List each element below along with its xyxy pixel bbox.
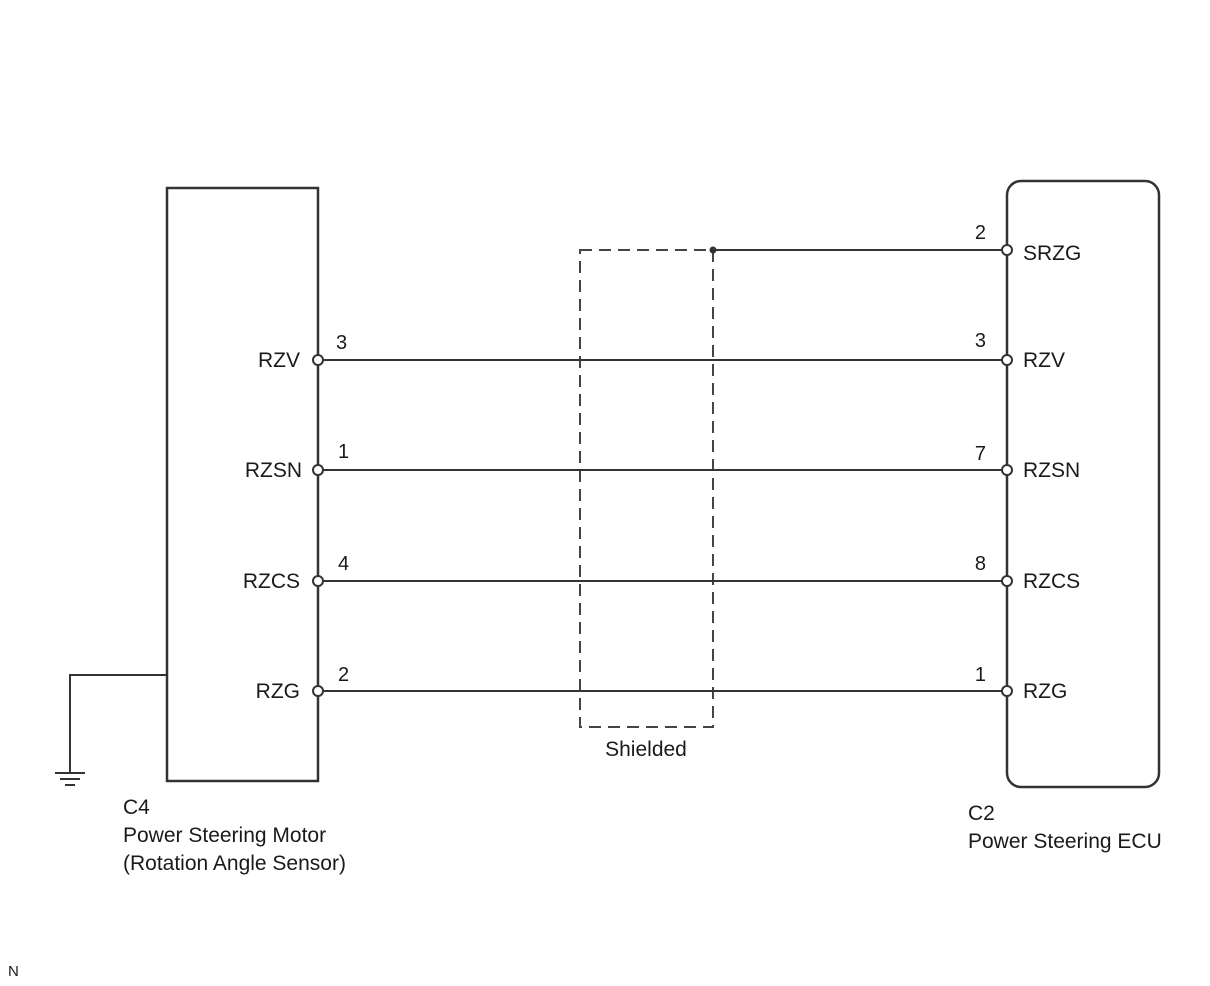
left-terminal-rzg — [312, 685, 324, 697]
left-pin-number: 3 — [336, 332, 347, 354]
right-pin-number: 8 — [975, 553, 986, 575]
right-terminal-rzg — [1001, 685, 1013, 697]
ground-connection — [55, 674, 167, 786]
right-terminal-rzcs — [1001, 575, 1013, 587]
left-signal-label: RZCS — [243, 570, 300, 593]
right-component-code: C2 — [968, 802, 995, 825]
left-pin-number: 2 — [338, 664, 349, 686]
wire-rzv: RZV 3 3 RZV — [258, 330, 1065, 372]
right-pin-number: 1 — [975, 664, 986, 686]
wire-rzcs: RZCS 4 8 RZCS — [243, 553, 1080, 593]
right-terminal-rzv — [1001, 354, 1013, 366]
right-signal-label: RZV — [1023, 349, 1065, 372]
shield-label: Shielded — [605, 738, 687, 761]
wire-rzsn: RZSN 1 7 RZSN — [245, 441, 1080, 482]
left-pin-number: 4 — [338, 553, 349, 575]
wire-rzg: RZG 2 1 RZG — [256, 664, 1068, 703]
right-signal-label: RZCS — [1023, 570, 1080, 593]
right-pin-number: 3 — [975, 330, 986, 352]
ground-icon — [55, 772, 85, 786]
shield-outline — [579, 249, 714, 728]
left-pin-number: 1 — [338, 441, 349, 463]
shield-drain-signal: SRZG — [1023, 242, 1081, 265]
left-component-code: C4 — [123, 796, 150, 819]
left-terminal-rzcs — [312, 575, 324, 587]
left-signal-label: RZG — [256, 680, 300, 703]
right-component-box — [1005, 179, 1161, 789]
left-terminal-rzv — [312, 354, 324, 366]
right-signal-label: RZG — [1023, 680, 1067, 703]
right-signal-label: RZSN — [1023, 459, 1080, 482]
left-signal-label: RZSN — [245, 459, 302, 482]
shield-drain-wire: 2 SRZG — [709, 222, 1081, 265]
left-signal-label: RZV — [258, 349, 300, 372]
left-component-box — [165, 186, 320, 783]
right-terminal-rzsn — [1001, 464, 1013, 476]
right-component-caption: C2 Power Steering ECU — [968, 802, 1162, 853]
left-terminal-rzsn — [312, 464, 324, 476]
left-component-subname: (Rotation Angle Sensor) — [123, 852, 346, 875]
right-component-name: Power Steering ECU — [968, 830, 1162, 853]
left-component-caption: C4 Power Steering Motor (Rotation Angle … — [123, 796, 346, 875]
ground-wire — [69, 674, 167, 773]
shield-drain-terminal — [1001, 244, 1013, 256]
right-pin-number: 7 — [975, 443, 986, 465]
corner-mark: N — [8, 963, 19, 980]
shield-drain-pin: 2 — [975, 222, 986, 244]
left-component-name: Power Steering Motor — [123, 824, 326, 847]
shield-junction-dot — [709, 246, 717, 254]
